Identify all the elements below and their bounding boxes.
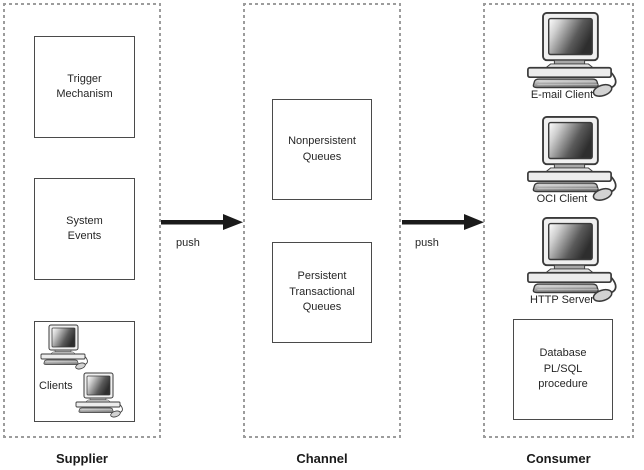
trigger-mechanism-box: Trigger Mechanism (34, 36, 135, 138)
push-label-left: push (176, 237, 200, 249)
email-client-unit: E-mail Client (520, 11, 619, 106)
channel-column-title: Channel (296, 451, 348, 466)
push-arrow-channel-to-consumer (402, 214, 484, 230)
persistent-queues-label: Persistent Transactional Queues (289, 270, 355, 314)
system-events-box: System Events (34, 178, 135, 280)
database-plsql-box: Database PL/SQL procedure (513, 319, 613, 420)
computer-icon (520, 115, 619, 202)
clients-label: Clients (39, 380, 73, 392)
push-label-right: push (415, 237, 439, 249)
trigger-mechanism-label: Trigger Mechanism (56, 72, 113, 100)
nonpersistent-queues-box: Nonpersistent Queues (272, 99, 372, 200)
push-arrow-supplier-to-channel (161, 214, 243, 230)
computer-icon (37, 324, 89, 370)
oci-client-label: OCI Client (536, 193, 588, 205)
persistent-queues-box: Persistent Transactional Queues (272, 242, 372, 343)
system-events-label: System Events (66, 214, 103, 242)
http-server-label: HTTP Server (530, 294, 594, 306)
computer-icon (520, 216, 619, 303)
http-server-unit: HTTP Server (520, 216, 619, 311)
supplier-column: Trigger Mechanism System Events Clients (3, 3, 161, 438)
oci-client-unit: OCI Client (520, 115, 619, 210)
computer-icon (72, 372, 124, 418)
channel-column (243, 3, 401, 438)
email-client-label: E-mail Client (530, 89, 594, 101)
database-plsql-label: Database PL/SQL procedure (538, 347, 588, 391)
nonpersistent-queues-label: Nonpersistent Queues (288, 135, 356, 163)
supplier-column-title: Supplier (55, 451, 108, 466)
consumer-column-title: Consumer (526, 451, 591, 466)
computer-icon (520, 11, 619, 98)
